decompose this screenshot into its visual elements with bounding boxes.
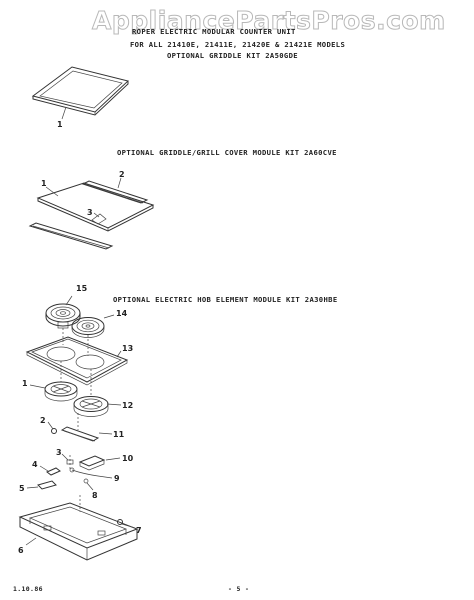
hob-section-title: OPTIONAL ELECTRIC HOB ELEMENT MODULE KIT…: [113, 295, 338, 304]
hob-callout-1: 1: [22, 379, 28, 388]
assembly-guide-lines: [60, 328, 92, 512]
hob-callout-14: 14: [116, 309, 128, 318]
hob-element-14: [71, 317, 105, 338]
hob-callout-2: 2: [40, 416, 46, 425]
footer-page-number: - 5 -: [228, 585, 250, 593]
cable-clamp-5: [26, 480, 57, 490]
watermark: AppliancePartsPros.com: [92, 6, 446, 36]
hob-callout-11: 11: [113, 430, 125, 439]
cover-callout-2: 2: [119, 170, 125, 179]
header-line-2: FOR ALL 21410E, 21411E, 21420E & 21421E …: [130, 40, 346, 49]
hob-top-plate-13: [25, 336, 129, 386]
cable-9: [69, 467, 113, 479]
screw-7: [117, 519, 136, 529]
hob-support-ring-12: [73, 396, 109, 417]
cover-callout-1: 1: [41, 179, 47, 188]
hob-callout-9: 9: [114, 474, 120, 483]
hob-bracket-11: [60, 426, 100, 442]
base-tray-6: [18, 502, 139, 561]
header-line-1: ROPER ELECTRIC MODULAR COUNTER UNIT: [132, 27, 296, 36]
griddle-plate: [31, 66, 130, 120]
footer-date: 1.10.86: [13, 585, 43, 593]
header-line-3: OPTIONAL GRIDDLE KIT 2A50GDE: [167, 51, 298, 60]
hob-callout-8: 8: [92, 491, 98, 500]
hob-callout-5: 5: [19, 484, 25, 493]
cover-rear-trim-strip: [81, 180, 149, 204]
cover-callout-3: 3: [87, 208, 93, 217]
hob-callout-10: 10: [122, 454, 134, 463]
hob-screw-2: [47, 421, 57, 434]
hob-callout-7: 7: [136, 526, 142, 535]
hob-callout-13: 13: [122, 344, 133, 353]
griddle-callout-1: 1: [57, 120, 63, 129]
cover-plate: [36, 182, 155, 232]
connector-4: [39, 465, 61, 476]
hob-leader-lines: [29, 295, 122, 406]
cover-front-trim-strip: [28, 222, 114, 250]
hob-callout-4: 4: [32, 460, 38, 469]
clip-3: [61, 453, 74, 465]
hob-callout-6: 6: [18, 546, 24, 555]
hob-element-15: [45, 303, 81, 329]
cover-section-title: OPTIONAL GRIDDLE/GRILL COVER MODULE KIT …: [117, 148, 337, 157]
hob-callout-15: 15: [76, 284, 88, 293]
screw-8: [83, 478, 94, 491]
hob-support-ring-1: [44, 381, 78, 402]
hob-callout-12: 12: [122, 401, 133, 410]
hob-callout-3: 3: [56, 448, 62, 457]
terminal-block-10: [78, 455, 121, 471]
